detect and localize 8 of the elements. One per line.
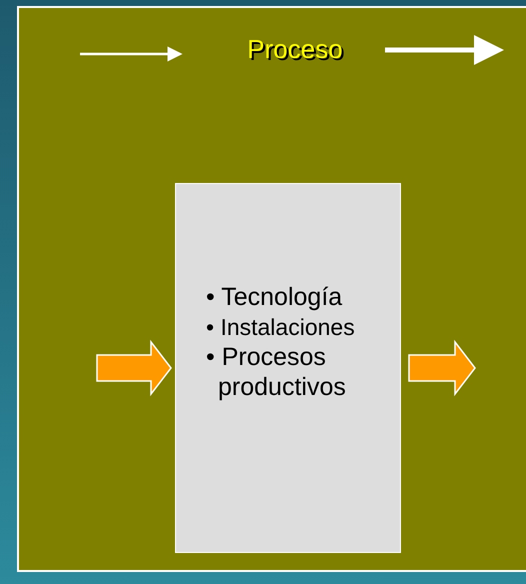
bullet-item: • Procesos productivos: [206, 342, 347, 402]
process-panel: [17, 6, 526, 572]
panel-heading: Proceso: [246, 36, 344, 62]
block-arrow: [96, 340, 172, 396]
bullet-item: • Instalaciones: [206, 313, 356, 342]
content-box: [175, 183, 401, 553]
block-arrow: [408, 340, 476, 396]
bullet-item: • Tecnología: [206, 282, 344, 312]
